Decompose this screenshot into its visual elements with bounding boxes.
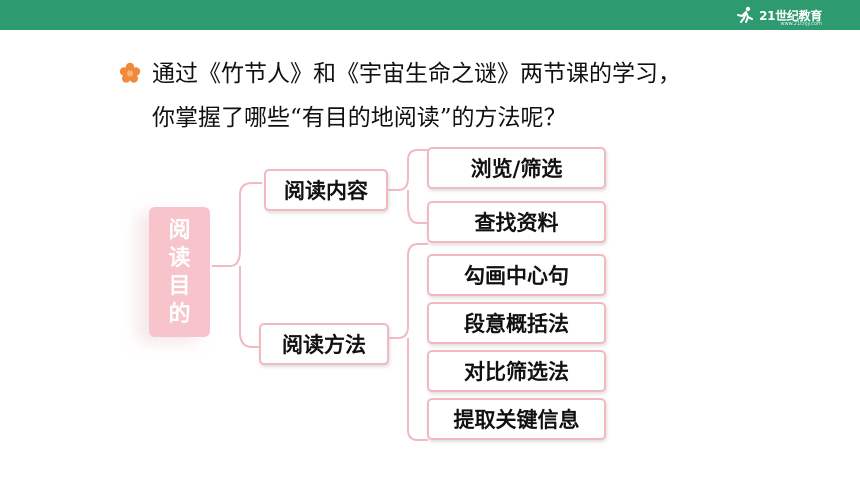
question-text: 通过《竹节人》和《宇宙生命之谜》两节课的学习， 你掌握了哪些“有目的地阅读”的方… <box>119 52 681 140</box>
root-char: 的 <box>168 301 191 327</box>
leaf-node: 段意概括法 <box>427 302 606 344</box>
question-line-1: 通过《竹节人》和《宇宙生命之谜》两节课的学习， <box>119 52 681 96</box>
logo-text: 21世纪教育 <box>759 8 822 23</box>
leaf-node: 对比筛选法 <box>427 350 606 392</box>
leaf-node: 浏览/筛选 <box>427 147 606 189</box>
root-char: 读 <box>168 245 191 271</box>
root-char: 阅 <box>168 217 191 243</box>
top-banner: 21世纪教育 www.21cnjy.com <box>0 0 860 30</box>
branch-node-reading-method: 阅读方法 <box>259 323 389 365</box>
root-char: 目 <box>168 273 191 299</box>
logo-url: www.21cnjy.com <box>780 21 822 27</box>
flower-bullet-icon <box>119 62 141 83</box>
leaf-node: 查找资料 <box>427 201 606 243</box>
runner-icon <box>737 6 754 23</box>
branch-node-reading-content: 阅读内容 <box>264 169 388 211</box>
brand-logo: 21世纪教育 www.21cnjy.com <box>735 4 822 27</box>
question-line-2: 你掌握了哪些“有目的地阅读”的方法呢？ <box>152 105 567 131</box>
leaf-node: 提取关键信息 <box>427 398 606 440</box>
leaf-node: 勾画中心句 <box>427 254 606 296</box>
question-line-1-text: 通过《竹节人》和《宇宙生命之谜》两节课的学习， <box>152 61 681 87</box>
root-node: 阅 读 目 的 <box>149 207 210 337</box>
